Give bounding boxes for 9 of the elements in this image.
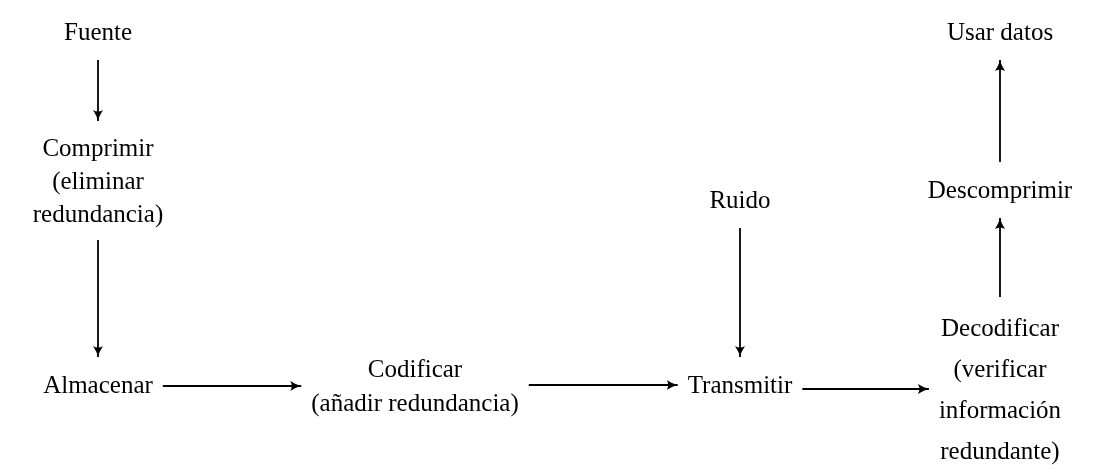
step-label: Ruido	[709, 185, 771, 215]
step-label: Transmitir	[687, 370, 793, 400]
step-label: Descomprimir	[927, 175, 1073, 205]
step-label: Decodificar (verificar información redundante)	[938, 313, 1062, 467]
step-label: Fuente	[64, 17, 132, 47]
step-label: Usar datos	[946, 17, 1054, 47]
step-label: Comprimir (eliminar redundancia)	[32, 133, 164, 229]
step-label: Codificar (añadir redundancia)	[311, 354, 519, 419]
step-label: Almacenar	[43, 370, 153, 400]
